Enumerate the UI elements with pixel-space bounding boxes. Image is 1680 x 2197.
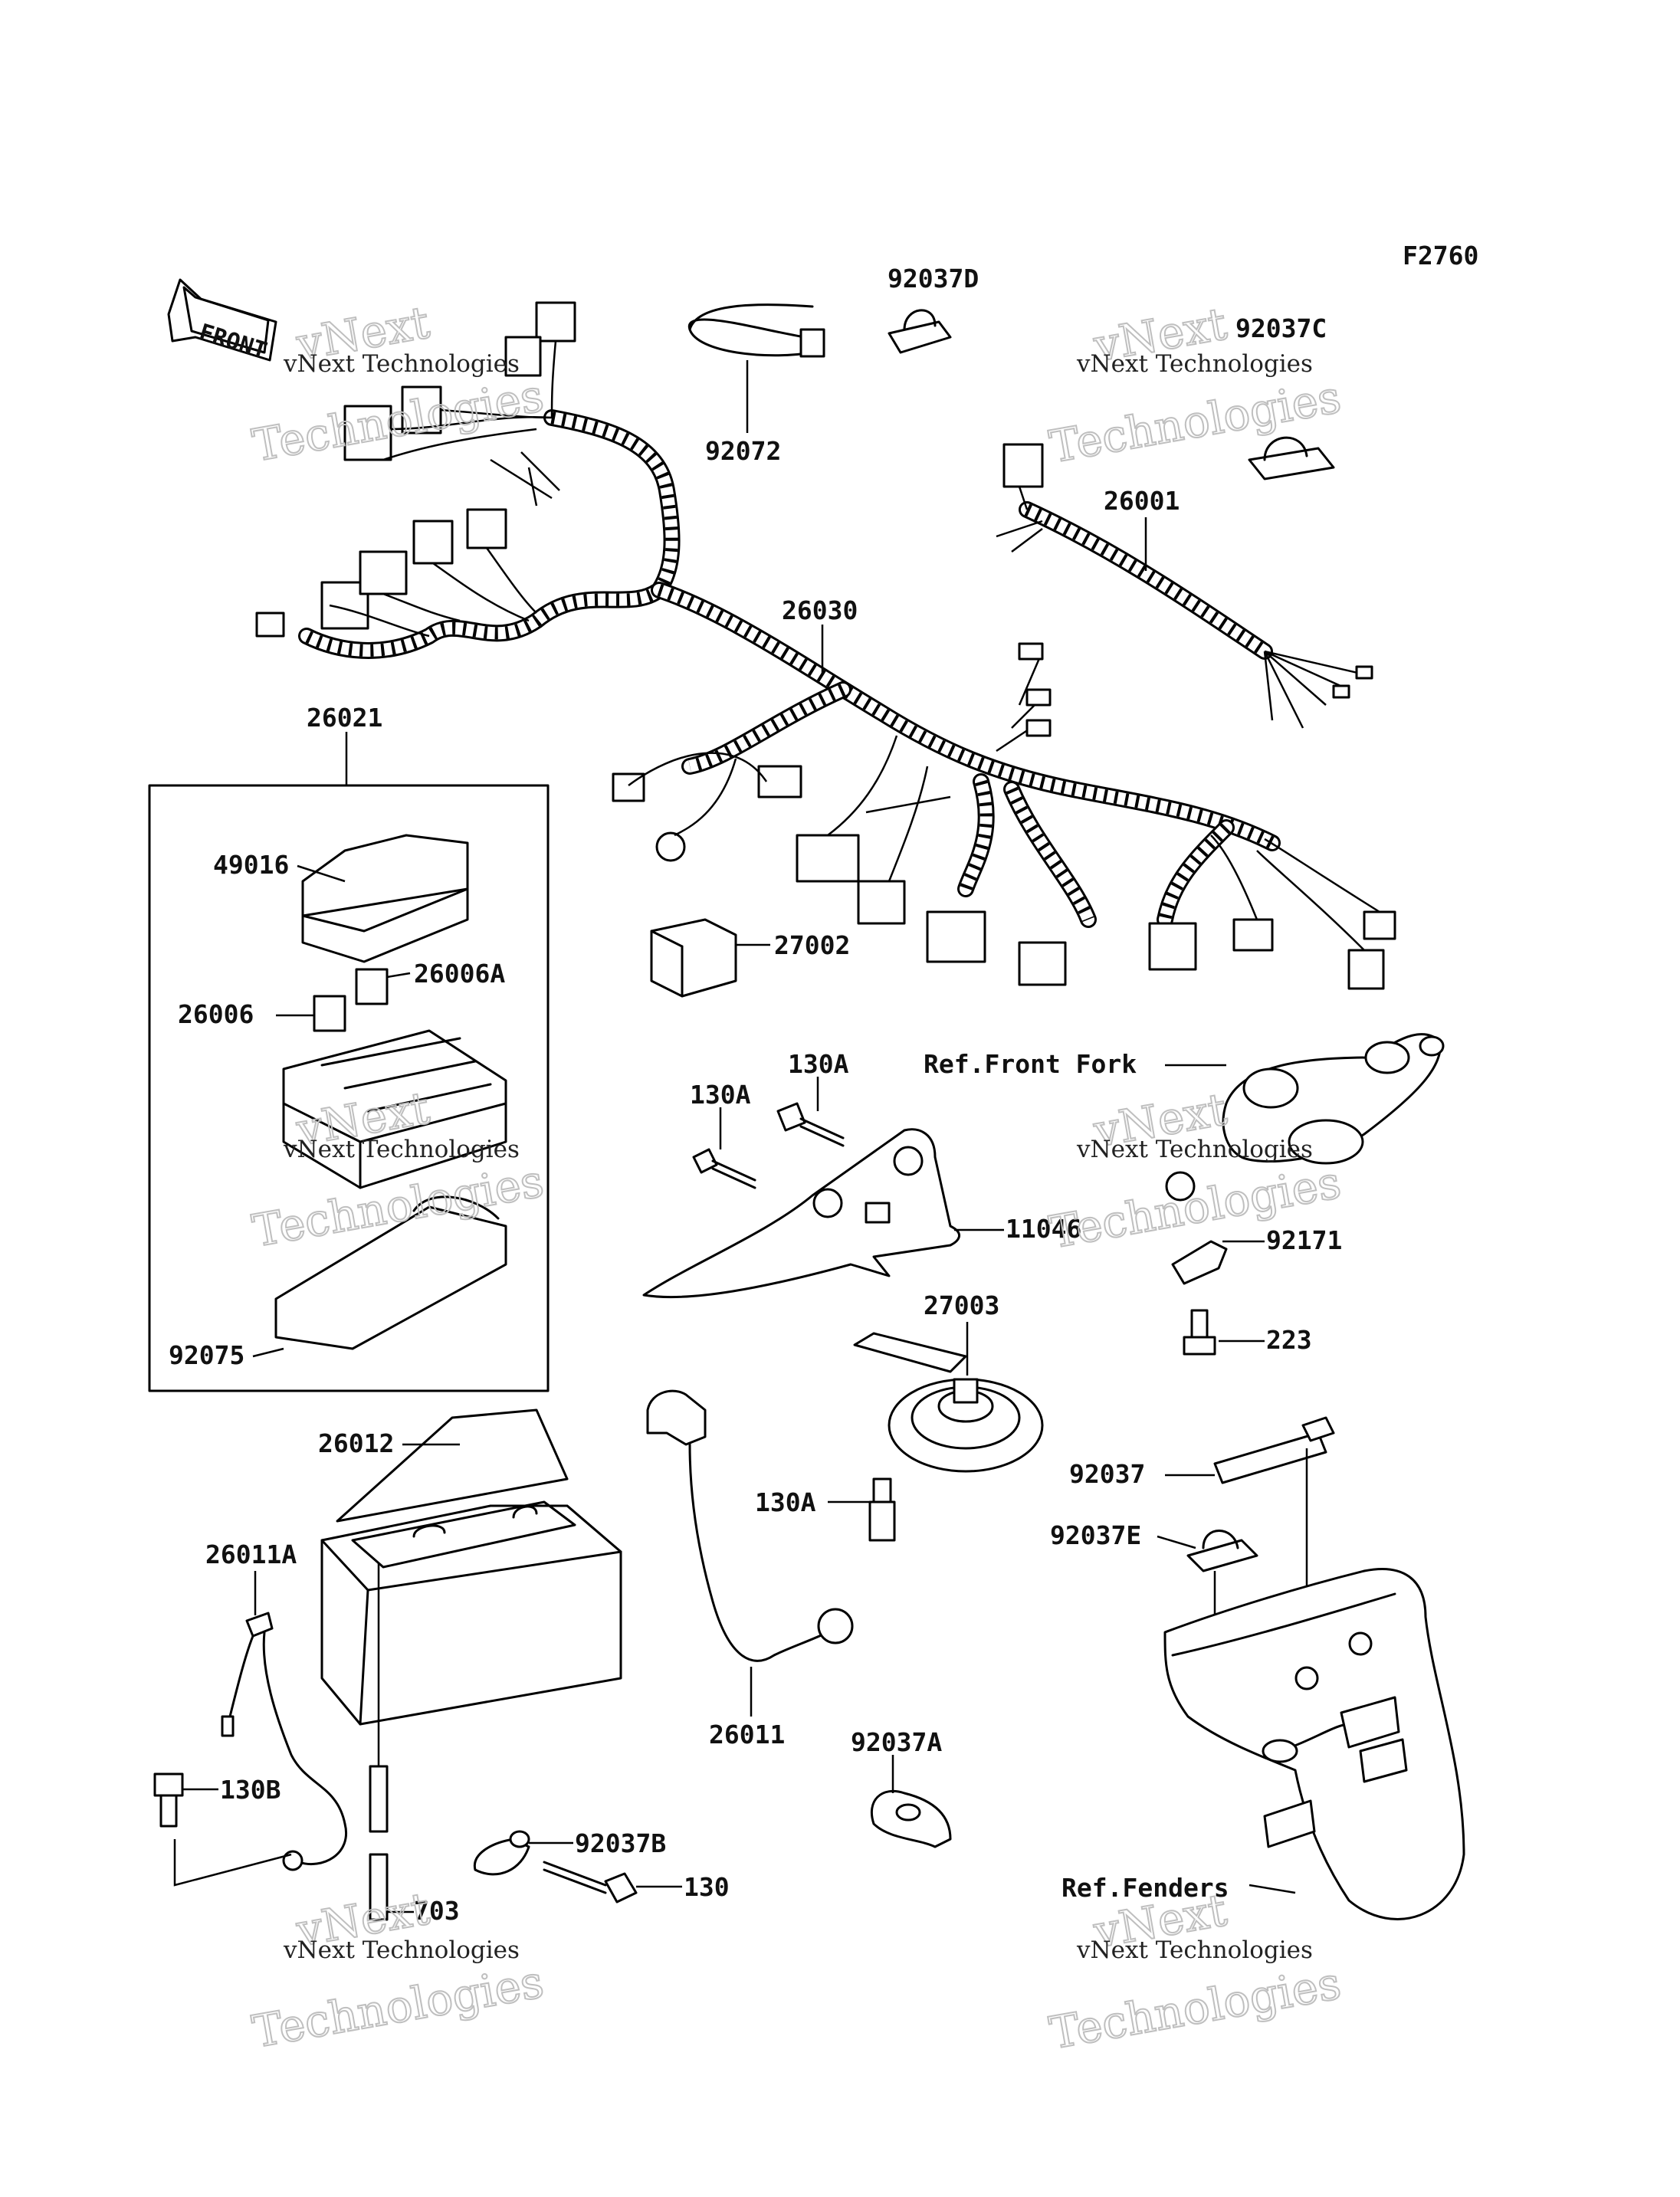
svg-text:Technologies: Technologies [248, 369, 547, 472]
svg-text:Technologies: Technologies [1045, 1957, 1344, 2060]
label-92037A: 92037A [851, 1727, 942, 1757]
label-26006: 26006 [178, 999, 254, 1029]
label-26001: 26001 [1104, 486, 1180, 516]
clamp-92037C-icon [1248, 436, 1335, 480]
bolt-130A-left-icon [692, 1148, 756, 1189]
main-wiring-harness [255, 301, 1396, 990]
battery-cable-26011-icon [646, 1389, 854, 1662]
rear-fender-icon [1163, 1568, 1465, 1920]
sub-harness-26001 [996, 443, 1373, 729]
label-92037E: 92037E [1050, 1520, 1141, 1550]
label-26030: 26030 [782, 595, 858, 625]
fuse-26006A-icon [355, 968, 389, 1005]
fuse-box-group-frame [148, 784, 550, 1392]
cable-tie-icon [687, 303, 825, 358]
bolt-130B-icon [153, 1772, 184, 1828]
label-26011: 26011 [709, 1720, 785, 1749]
clip-92171-icon [1171, 1240, 1228, 1285]
label-92072: 92072 [705, 436, 781, 466]
front-arrow-icon: FRONT [167, 278, 277, 365]
clamp-92037D-icon [888, 309, 952, 354]
fuse-26006-icon [313, 995, 346, 1032]
clamp-92037E-icon [1186, 1530, 1258, 1572]
bolt-130-icon [543, 1861, 638, 1904]
label-92075: 92075 [169, 1340, 244, 1370]
label-92037B: 92037B [575, 1828, 666, 1858]
fuse-box-lid-92075-icon [274, 1195, 507, 1350]
bolt-223-icon [1183, 1309, 1216, 1356]
horn-27003-icon [853, 1332, 1044, 1473]
watermark-bottom-right-caption: vNext Technologies [1076, 1936, 1313, 1964]
watermark-top-right-caption: vNext Technologies [1076, 350, 1313, 378]
band-92037-icon [1213, 1416, 1335, 1484]
vent-tube-703-icon [369, 1563, 389, 1921]
relay-27002-icon [650, 918, 737, 998]
label-92037C: 92037C [1235, 313, 1327, 343]
label-26012: 26012 [318, 1428, 394, 1458]
label-92037D: 92037D [888, 264, 979, 293]
bolt-130A-horn-icon [868, 1477, 896, 1542]
watermark-mid-right-caption: vNext Technologies [1076, 1136, 1313, 1163]
figure-code: F2760 [1403, 241, 1478, 271]
fuse-box-body-icon [282, 1029, 507, 1189]
bolt-130A-right-icon [776, 1102, 845, 1147]
label-26021: 26021 [307, 703, 382, 733]
label-92171: 92171 [1266, 1225, 1342, 1255]
watermark-top-left-caption: vNext Technologies [283, 350, 520, 378]
label-49016: 49016 [213, 850, 289, 880]
battery-26012-icon [320, 1408, 622, 1726]
label-223: 223 [1266, 1325, 1312, 1355]
watermark-mid-left-caption: vNext Technologies [283, 1136, 520, 1163]
battery-cable-26011A-icon [221, 1612, 348, 1871]
label-92037: 92037 [1069, 1459, 1145, 1489]
label-130A-horn: 130A [755, 1487, 816, 1517]
label-27003: 27003 [924, 1290, 999, 1320]
clamp-92037A-icon [870, 1789, 952, 1848]
label-11046: 11046 [1006, 1214, 1081, 1244]
label-703: 703 [414, 1896, 460, 1926]
label-130A-left: 130A [690, 1080, 751, 1110]
ref-front-fork-label: Ref.Front Fork [924, 1049, 1137, 1079]
watermark-bottom-left-caption: vNext Technologies [283, 1936, 520, 1964]
horn-bracket-11046-icon [642, 1128, 960, 1299]
fuse-box-cover-49016-icon [301, 834, 469, 963]
clamp-92037B-icon [473, 1830, 530, 1876]
label-130: 130 [684, 1872, 730, 1902]
label-26011A: 26011A [205, 1540, 297, 1569]
front-fork-bracket-icon [1165, 1033, 1445, 1202]
ref-fenders-label: Ref.Fenders [1061, 1873, 1229, 1903]
label-130B: 130B [220, 1775, 281, 1805]
label-130A-right: 130A [788, 1049, 849, 1079]
label-26006A: 26006A [414, 959, 505, 989]
label-27002: 27002 [774, 930, 850, 960]
svg-text:Technologies: Technologies [248, 1956, 547, 2058]
